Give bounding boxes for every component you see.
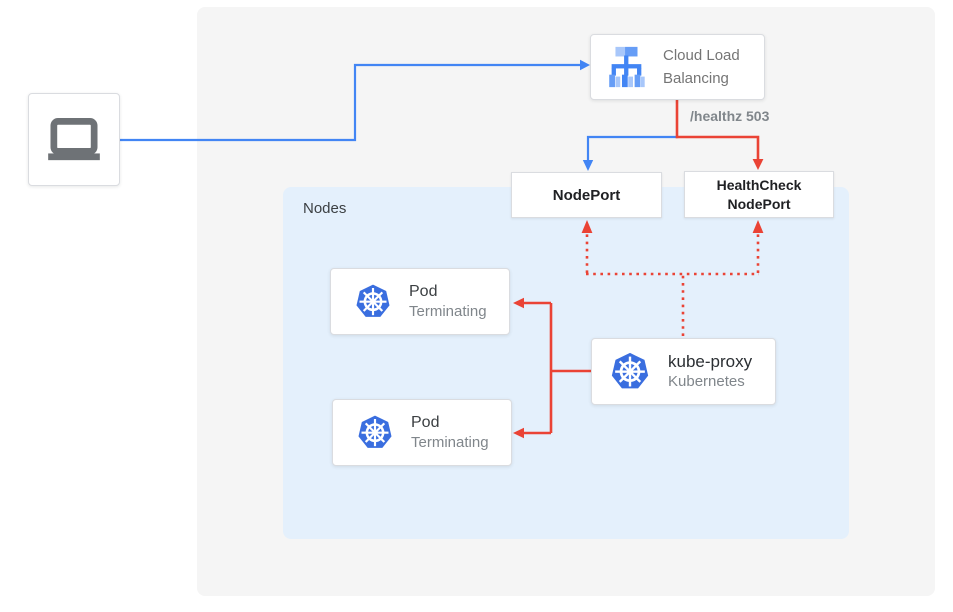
pod-status: Terminating xyxy=(409,303,487,320)
cloud-load-balancing-label: Cloud Load Balancing xyxy=(663,44,740,90)
pod-card-1: Pod Terminating xyxy=(330,268,510,335)
healthcheck-nodeport-line2: NodePort xyxy=(727,195,791,212)
kubernetes-icon xyxy=(355,413,395,453)
healthcheck-nodeport-box: HealthCheck NodePort xyxy=(684,171,834,218)
kubernetes-icon xyxy=(353,282,393,322)
pod-card-2: Pod Terminating xyxy=(332,399,512,466)
healthcheck-nodeport-line1: HealthCheck xyxy=(716,176,802,193)
cloud-load-balancing-card: Cloud Load Balancing xyxy=(590,34,765,100)
nodeport-box: NodePort xyxy=(511,172,662,218)
nodes-region-label: Nodes xyxy=(303,200,347,217)
kubernetes-icon xyxy=(608,350,652,394)
kube-proxy-title: kube-proxy xyxy=(668,352,753,371)
clb-label-line2: Balancing xyxy=(663,70,729,87)
healthz-503-label: /healthz 503 xyxy=(690,108,770,124)
clb-label-line1: Cloud Load xyxy=(663,47,740,64)
laptop-icon xyxy=(43,109,105,171)
pod-title: Pod xyxy=(411,414,440,431)
client-card xyxy=(28,93,120,186)
cloud-load-balancing-icon xyxy=(603,44,649,90)
pod-title: Pod xyxy=(409,283,438,300)
kube-proxy-card: kube-proxy Kubernetes xyxy=(591,338,776,405)
kube-proxy-subtitle: Kubernetes xyxy=(668,373,745,390)
nodeport-label: NodePort xyxy=(552,186,621,204)
pod-status: Terminating xyxy=(411,434,489,451)
